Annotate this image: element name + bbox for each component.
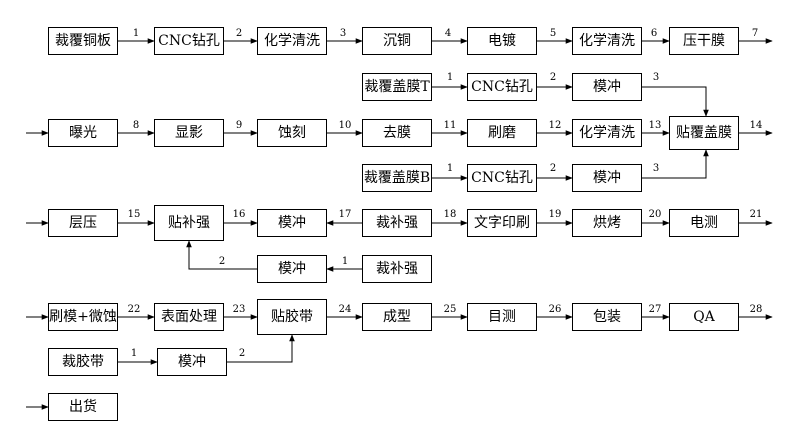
step-label: 24 [338,304,352,315]
step-label: 25 [443,304,457,315]
sub-step-label: 2 [549,72,557,83]
node-punch: 模冲 [257,209,327,237]
step-label: 16 [232,209,246,220]
sub-step-label: 1 [130,348,138,359]
sub-step-label: 3 [652,72,660,83]
node-stiffener-punch: 模冲 [257,255,327,283]
arrow-cov-t-3 [642,86,709,117]
node-coverlay-t-cnc: CNC钻孔 [467,73,537,101]
sub-step-label: 1 [341,256,349,267]
step-label: 3 [339,28,347,39]
node-chem-clean: 化学清洗 [257,27,327,55]
node-brush: 刷磨 [467,119,537,147]
step-label: 15 [127,209,141,220]
step-label: 18 [443,209,457,220]
node-legend-print: 文字印刷 [467,209,537,237]
sub-step-label: 2 [238,348,246,359]
node-press-dry-film: 压干膜 [669,27,739,55]
arrow-stiff-2 [186,240,257,270]
step-label: 13 [648,120,662,131]
node-stiffener-cut: 裁补强 [362,255,432,283]
node-cut-coverlay-t: 裁覆盖膜T [362,73,432,101]
node-surface-finish: 表面处理 [154,303,224,331]
step-label: 7 [751,28,759,39]
sub-step-label: 3 [652,163,660,174]
node-packing: 包装 [572,303,642,331]
step-label: 1 [132,28,140,39]
node-electrical-test: 电测 [669,209,739,237]
arrow-cov-b-3 [642,149,709,179]
step-label: 10 [338,120,352,131]
node-attach-tape: 贴胶带 [257,299,327,335]
step-label: 11 [443,120,457,131]
node-cut-stiffener: 裁补强 [362,209,432,237]
node-etch: 蚀刻 [257,119,327,147]
node-qa: QA [669,303,739,331]
node-cut-ccl: 裁覆铜板 [48,27,118,55]
step-label: 20 [648,209,662,220]
node-ship: 出货 [48,393,118,421]
sub-step-label: 1 [446,72,454,83]
step-label: 14 [749,120,763,131]
node-cut-coverlay-b: 裁覆盖膜B [362,164,432,192]
step-label: 12 [548,120,562,131]
sub-step-label: 2 [218,256,226,267]
node-coverlay-b-cnc: CNC钻孔 [467,164,537,192]
node-coverlay-b-punch: 模冲 [572,164,642,192]
step-label: 2 [235,28,243,39]
node-develop: 显影 [154,119,224,147]
step-label: 22 [127,304,141,315]
sub-step-label: 1 [446,163,454,174]
node-coverlay-t-punch: 模冲 [572,73,642,101]
node-plating: 电镀 [467,27,537,55]
node-lamination: 层压 [48,209,118,237]
node-bake: 烘烤 [572,209,642,237]
sub-step-label: 2 [549,163,557,174]
node-visual-inspection: 目测 [467,303,537,331]
step-label: 28 [749,304,763,315]
arrow-tape-2 [227,334,295,363]
step-label: 5 [549,28,557,39]
step-label: 21 [749,209,763,220]
node-cut-tape: 裁胶带 [48,348,118,376]
step-label: 9 [235,120,243,131]
node-brush-microetch: 刷模+微蚀 [48,303,118,331]
step-label: 27 [648,304,662,315]
step-label: 6 [650,28,658,39]
node-exposure: 曝光 [48,119,118,147]
node-forming: 成型 [362,303,432,331]
step-label: 26 [548,304,562,315]
node-tape-punch: 模冲 [157,348,227,376]
node-cnc-drill: CNC钻孔 [154,27,224,55]
step-label: 17 [338,209,352,220]
node-pth: 沉铜 [362,27,432,55]
step-label: 4 [444,28,452,39]
node-chem-clean-2: 化学清洗 [572,27,642,55]
node-laminate-coverlay: 贴覆盖膜 [669,116,739,150]
node-attach-stiffener: 贴补强 [154,205,224,241]
node-chem-clean-3: 化学清洗 [572,119,642,147]
step-label: 8 [132,120,140,131]
step-label: 19 [548,209,562,220]
step-label: 23 [232,304,246,315]
node-strip: 去膜 [362,119,432,147]
